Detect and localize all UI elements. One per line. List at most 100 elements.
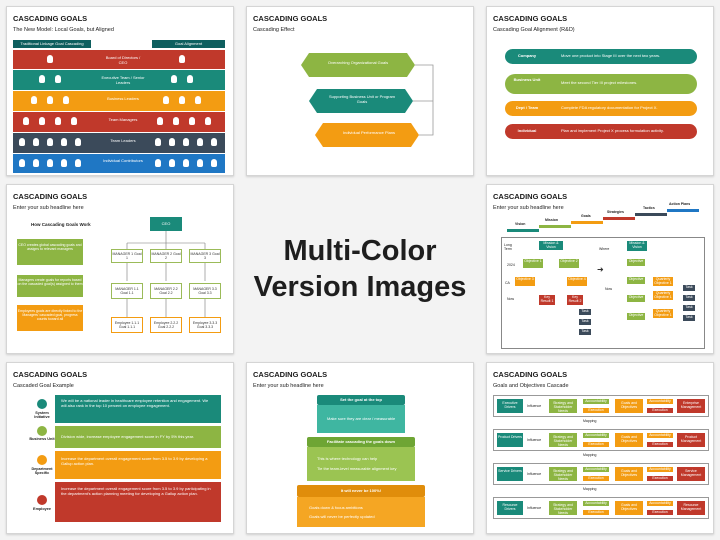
slide-subtitle: Enter your sub headline here <box>493 205 564 211</box>
bulb-icon <box>33 159 39 167</box>
band-1 <box>13 50 225 69</box>
bulb-icon <box>63 96 69 104</box>
row-label: Team Leaders <box>110 138 136 143</box>
stair-step <box>539 225 571 228</box>
employee-box: Employee 3.3.3 Goal 3.3.3 <box>189 317 221 333</box>
stair-step <box>603 217 635 220</box>
influence-label: Influence <box>527 472 542 476</box>
slide-thumbnail-2[interactable]: CASCADING GOALS Cascading Effect Overarc… <box>246 6 474 176</box>
row-label: Business Unit <box>513 77 541 82</box>
tier-item: Goals will never be perfectly updated <box>309 514 375 519</box>
objective-box: Objective 2 <box>559 259 579 268</box>
manager-box: MANAGER 2 Goal 2 <box>150 249 182 263</box>
tier-body <box>317 405 405 433</box>
objective-box: Objective <box>627 277 645 284</box>
slide-thumbnail-1[interactable]: CASCADING GOALS The New Model: Local Goa… <box>6 6 234 176</box>
execution-label: Execution <box>647 408 673 413</box>
slide-title: CASCADING GOALS <box>253 14 328 23</box>
slide-subtitle: Cascading Goal Alignment (R&D) <box>493 27 575 33</box>
stair-label: Goals <box>581 214 591 218</box>
row-label: Company <box>517 53 537 58</box>
stair-label: Vision <box>515 222 526 226</box>
key-result-box: Key Result 1 <box>539 295 555 305</box>
slide-title: CASCADING GOALS <box>253 370 328 379</box>
objective-box: Objective 1 <box>523 259 543 268</box>
driver-box: Service Drivers <box>497 467 523 481</box>
stair-label: Tactics <box>643 206 655 210</box>
band-6 <box>13 154 225 173</box>
bulb-icon <box>183 138 189 146</box>
diagram-frame <box>501 237 705 349</box>
note-box: CEO creates global cascading goals and a… <box>17 239 83 265</box>
row-text: Move one product into Stage III over the… <box>561 53 661 58</box>
task-box: Task <box>579 309 591 315</box>
row-frame <box>493 429 709 451</box>
bulb-icon <box>39 75 45 83</box>
bulb-icon <box>163 96 169 104</box>
key-result-box: Key Result 2 <box>567 295 583 305</box>
mapping-label: Mapping <box>583 487 597 491</box>
header-right: Goal Alignment <box>152 40 225 48</box>
row-label: Department Specific <box>31 467 53 475</box>
row-label: Individual <box>517 128 537 133</box>
department-icon <box>37 455 47 465</box>
stair-label: Mission <box>545 218 559 222</box>
slide-thumbnail-7[interactable]: CASCADING GOALS Cascaded Goal Example Sy… <box>6 362 234 534</box>
caption-line-2: Version Images <box>253 271 467 303</box>
bulb-icon <box>187 75 193 83</box>
bulb-icon <box>47 96 53 104</box>
slide-thumbnail-9[interactable]: CASCADING GOALS Goals and Objectives Cas… <box>486 362 714 534</box>
tier-body <box>307 447 415 481</box>
tier-body <box>297 497 425 527</box>
tier-title: It will never be 100%! <box>340 488 382 493</box>
row-frame <box>493 463 709 485</box>
objective-box: Objective 4 <box>567 277 587 286</box>
mapping-label: Mapping <box>583 453 597 457</box>
strategy-box: Strategy and Stakeholder Needs <box>549 399 577 413</box>
row-bar <box>505 74 697 94</box>
task-box: Task <box>683 285 695 291</box>
row-bg <box>55 482 221 522</box>
row-label: System Initiative <box>34 411 50 419</box>
tier-head <box>317 395 405 405</box>
row-text: Division wide, increase employee engagem… <box>61 434 195 439</box>
slide-thumbnail-3[interactable]: CASCADING GOALS Cascading Goal Alignment… <box>486 6 714 176</box>
bulb-icon <box>179 96 185 104</box>
quarterly-box: Quarterly Objective 1 <box>653 277 673 286</box>
goals-box: Goals and Objectives <box>615 501 643 515</box>
row-text: Plan and implement Project X process for… <box>561 128 664 133</box>
slide-subtitle: Enter your sub headline here <box>13 205 84 211</box>
slide-subtitle: Enter your sub headline here <box>253 383 324 389</box>
mission-box: Mission & Vision <box>627 241 647 251</box>
accountability-label: Accountability <box>583 467 609 472</box>
row-text: Increase the department overall engageme… <box>61 456 208 466</box>
bulb-icon <box>55 75 61 83</box>
bulb-icon <box>171 75 177 83</box>
bulb-icon <box>47 138 53 146</box>
step-label: Supporting Business Unit or Program Goal… <box>328 94 396 104</box>
influence-label: Influence <box>527 506 542 510</box>
slide-thumbnail-8[interactable]: CASCADING GOALS Enter your sub headline … <box>246 362 474 534</box>
slide-thumbnail-4[interactable]: CASCADING GOALS Enter your sub headline … <box>6 184 234 354</box>
task-box: Task <box>683 295 695 301</box>
row-bar <box>505 124 697 139</box>
bulb-icon <box>173 117 179 125</box>
manager-box: MANAGER 3 Goal 3 <box>189 249 221 263</box>
sub-manager-box: MANAGER 3.3 Goal 3.3 <box>189 283 221 299</box>
row-label: Board of Directors / CEO <box>105 55 141 65</box>
driver-box: Resource Drivers <box>497 501 523 515</box>
bulb-icon <box>33 138 39 146</box>
goals-box: Goals and Objectives <box>615 467 643 481</box>
bulb-icon <box>169 138 175 146</box>
bulb-icon <box>19 159 25 167</box>
output-box: Service Management <box>677 467 705 481</box>
bulb-icon <box>19 138 25 146</box>
accountability-label: Accountability <box>647 433 673 438</box>
bulb-icon <box>23 117 29 125</box>
tier-item: Make sure they are clear / measurable <box>327 416 396 421</box>
bulb-icon <box>71 117 77 125</box>
bulb-icon <box>169 159 175 167</box>
manager-box: MANAGER 1 Goal 1 <box>111 249 143 263</box>
slide-thumbnail-6[interactable]: CASCADING GOALS Enter your sub headline … <box>486 184 714 354</box>
goals-box: Goals and Objectives <box>615 433 643 447</box>
